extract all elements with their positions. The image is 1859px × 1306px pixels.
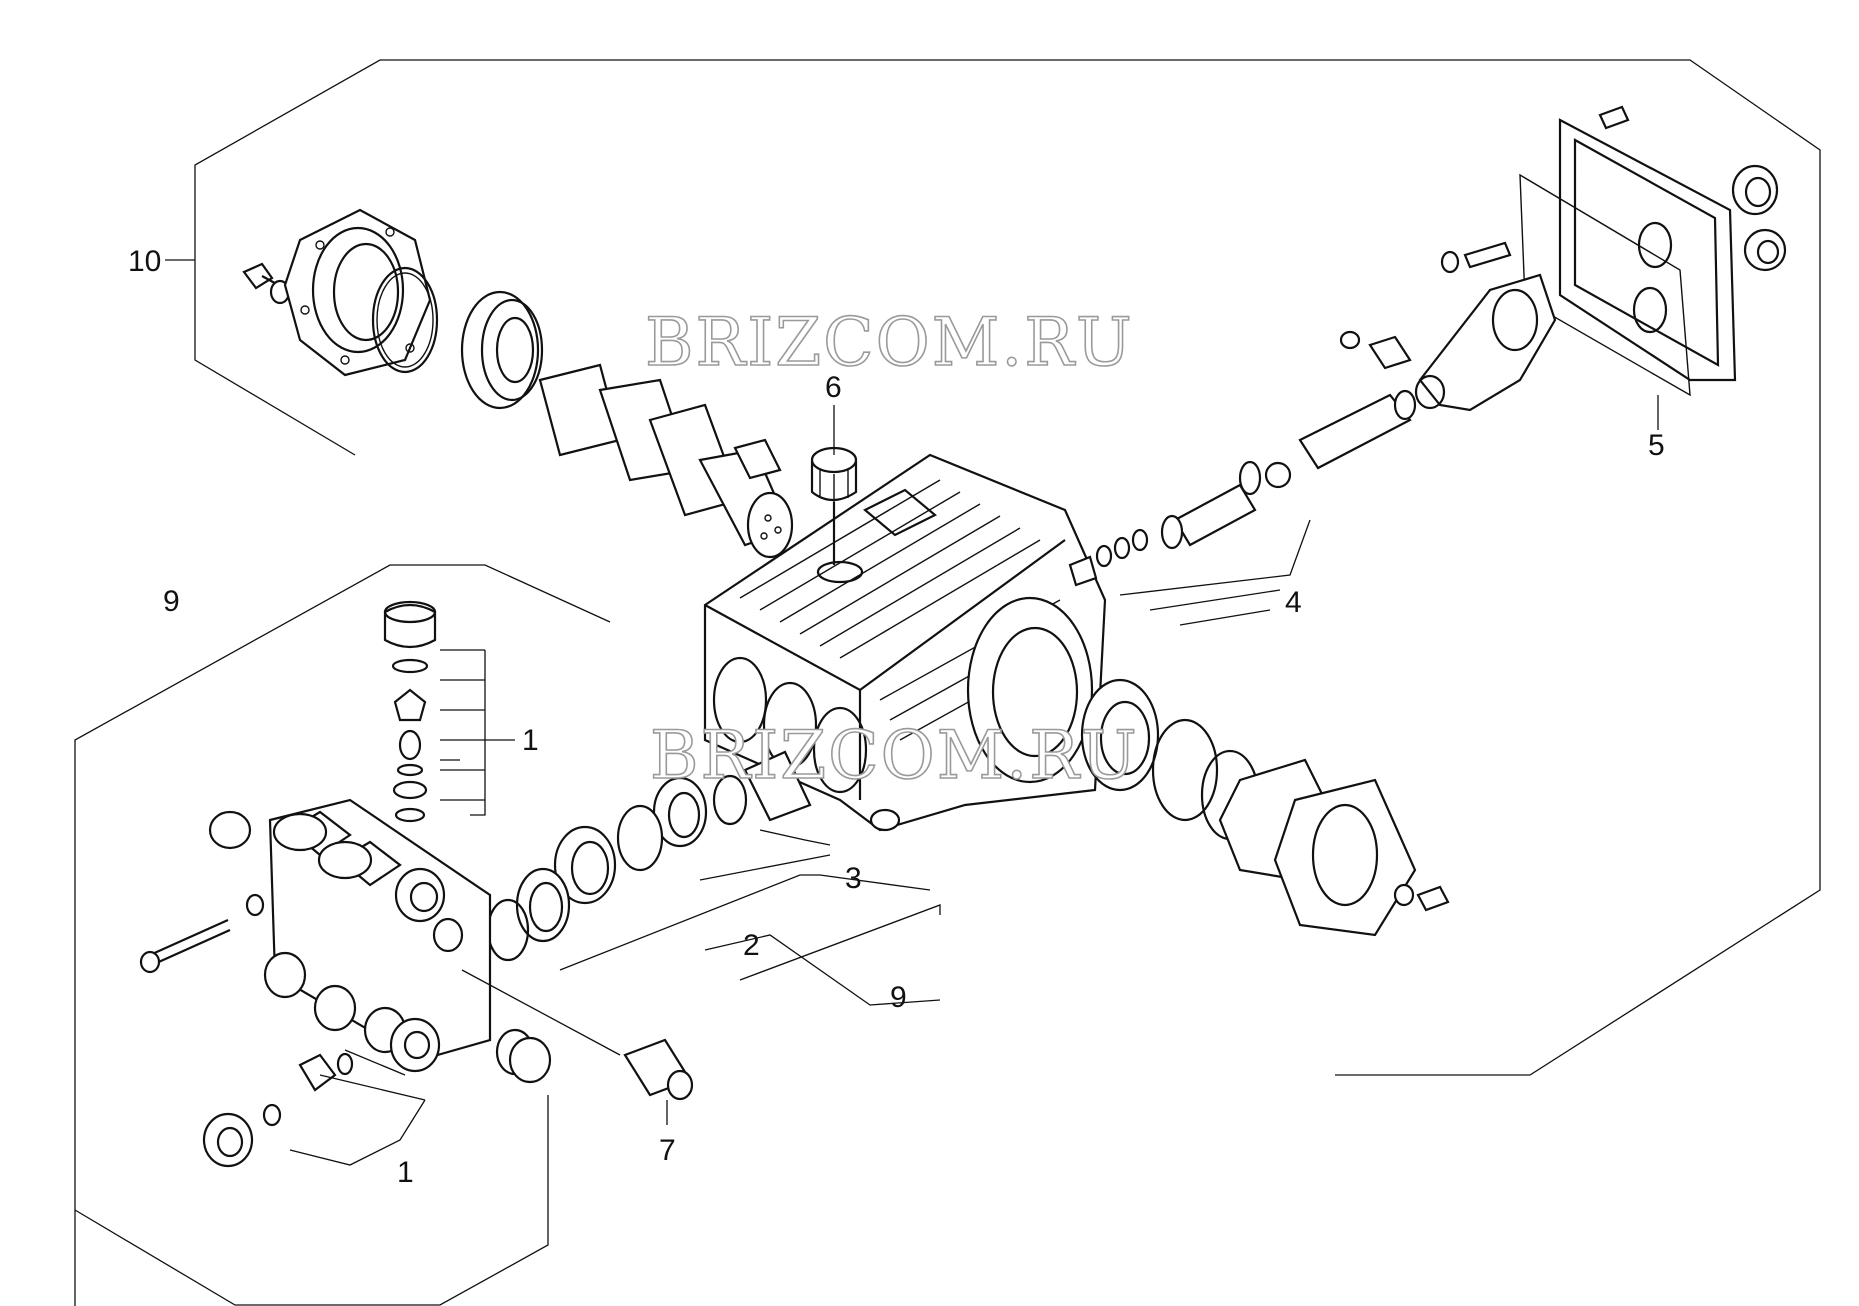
roller-bearing	[460, 290, 544, 410]
valve-stack-bottom	[202, 1052, 354, 1168]
pump-manifold	[139, 798, 552, 1084]
callout-2: 2	[743, 929, 760, 962]
crankcase-cooling-fins	[739, 479, 1081, 741]
watermark-top: BRIZCOM.RU	[645, 304, 1134, 381]
leader-lines	[165, 259, 1659, 1166]
callout-4: 4	[1285, 586, 1302, 619]
plunger-seal-kit	[486, 750, 812, 962]
callout-9-seals: 9	[890, 981, 907, 1014]
callout-1-top: 1	[522, 724, 539, 757]
callout-6: 6	[825, 371, 842, 404]
connecting-rod	[1339, 241, 1557, 412]
callout-10: 10	[128, 245, 161, 278]
crankshaft	[538, 363, 794, 559]
o-ring	[371, 266, 439, 374]
crankcase	[703, 453, 1107, 832]
callout-9-head: 9	[163, 585, 180, 618]
oil-filler-cap	[810, 446, 858, 565]
group-boundary-head	[74, 564, 611, 1306]
pressure-switch	[461, 969, 694, 1101]
watermark-middle: BRIZCOM.RU	[650, 717, 1139, 794]
plunger-assembly	[1068, 389, 1417, 587]
crankshaft-assembly	[242, 208, 794, 559]
group-boundary-main	[194, 59, 1821, 1076]
manifold-bolt	[139, 893, 265, 974]
group-boundary-head-inner	[74, 1095, 549, 1306]
callout-3: 3	[845, 862, 862, 895]
flange-bolt	[242, 262, 291, 305]
callout-1-bottom: 1	[397, 1156, 414, 1189]
main-bearing-assembly	[1080, 678, 1450, 937]
bearing-flange	[283, 208, 432, 377]
cover-assembly	[1519, 105, 1787, 397]
callout-5: 5	[1648, 429, 1665, 462]
valve-stack-top	[383, 600, 437, 823]
callout-7: 7	[659, 1134, 676, 1167]
shaft-key	[733, 438, 782, 480]
